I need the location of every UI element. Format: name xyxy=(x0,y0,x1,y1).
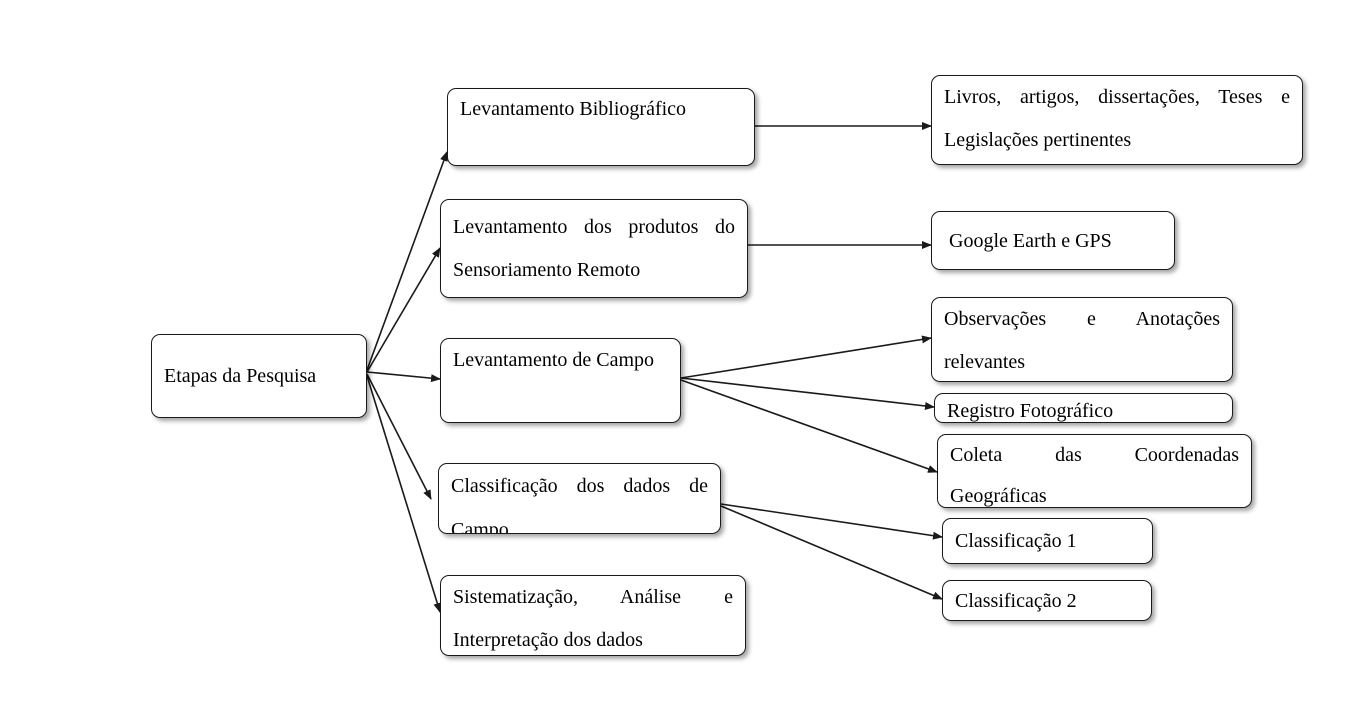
node-levantamento-de-campo-label: Levantamento de Campo xyxy=(453,349,655,371)
node-observacoes-anotacoes-label: Observações e Anotações relevantes xyxy=(944,308,1220,373)
node-classificacao-1-label: Classificação 1 xyxy=(955,530,1077,552)
node-classificacao-1: Classificação 1 xyxy=(942,518,1153,564)
node-classificacao-2: Classificação 2 xyxy=(942,580,1152,621)
node-levantamento-de-campo: Levantamento de Campo xyxy=(440,338,681,423)
node-registro-fotografico-label: Registro Fotográfico xyxy=(947,400,1114,422)
arrow-root-to-bibliografico xyxy=(366,151,448,371)
node-coleta-coordenadas: Coleta das Coordenadas Geográficas xyxy=(937,434,1252,508)
node-classificacao-2-label: Classificação 2 xyxy=(955,589,1077,612)
node-levantamento-sensoriamento: Levantamento dos produtos do Sensoriamen… xyxy=(440,199,748,298)
node-sistematizacao-analise-label: Sistematização, Análise e Interpretação … xyxy=(453,586,733,651)
node-google-earth-gps-label: Google Earth e GPS xyxy=(949,229,1112,252)
node-levantamento-sensoriamento-label: Levantamento dos produtos do Sensoriamen… xyxy=(453,216,735,281)
node-registro-fotografico: Registro Fotográfico xyxy=(934,393,1233,423)
arrow-classificacao-to-classif2 xyxy=(720,505,943,600)
arrow-root-to-sistematizacao xyxy=(366,375,442,613)
arrow-classificacao-to-classif1 xyxy=(720,503,943,540)
node-etapas-da-pesquisa-label: Etapas da Pesquisa xyxy=(164,365,317,387)
node-levantamento-bibliografico-label: Levantamento Bibliográfico xyxy=(460,98,687,120)
arrow-root-to-sensoriamento xyxy=(366,247,441,373)
node-sistematizacao-analise: Sistematização, Análise e Interpretação … xyxy=(440,575,746,656)
node-observacoes-anotacoes: Observações e Anotações relevantes xyxy=(931,297,1233,382)
arrow-campo-to-observacoes xyxy=(680,335,932,379)
arrow-campo-to-coleta xyxy=(680,379,938,473)
arrow-root-to-campo xyxy=(366,371,441,383)
node-google-earth-gps: Google Earth e GPS xyxy=(931,211,1175,270)
node-livros-artigos: Livros, artigos, dissertações, Teses e L… xyxy=(931,75,1303,165)
node-etapas-da-pesquisa: Etapas da Pesquisa xyxy=(151,334,367,418)
node-classificacao-dados-campo-label: Classificação dos dados de Campo xyxy=(451,475,708,534)
node-livros-artigos-label: Livros, artigos, dissertações, Teses e L… xyxy=(944,86,1290,151)
arrow-root-to-classificacao xyxy=(366,373,432,500)
node-coleta-coordenadas-label: Coleta das Coordenadas Geográficas xyxy=(950,444,1239,507)
arrow-campo-to-registro xyxy=(680,377,935,410)
node-levantamento-bibliografico: Levantamento Bibliográfico xyxy=(447,88,755,166)
node-classificacao-dados-campo: Classificação dos dados de Campo xyxy=(438,463,721,534)
